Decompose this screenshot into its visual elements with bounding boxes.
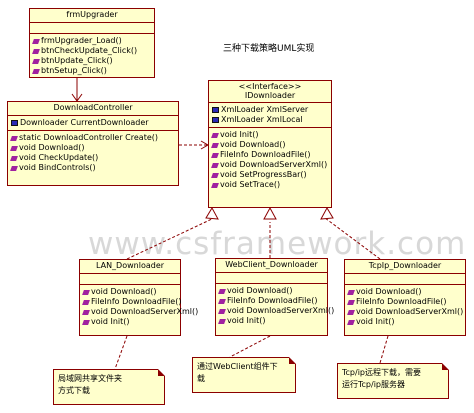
realization-triangle-tcpip [320, 206, 334, 220]
note-link-webclient [229, 335, 271, 358]
attribute-row: XmlLoader XmlServer [212, 105, 328, 115]
method-row: void Init() [82, 317, 177, 327]
method-row: void Download() [10, 143, 175, 153]
method-row: void Init() [347, 317, 462, 327]
note-webclient: 通过WebClient组件下 载 [192, 357, 296, 393]
method-row: void DownloadServerXml() [211, 160, 328, 170]
methods-section: void Download() FileInfo DownloadFile() … [216, 284, 334, 328]
class-name: TcpIp_Downloader [345, 260, 465, 274]
class-DownloadController[interactable]: DownloadController Downloader CurrentDow… [7, 101, 179, 186]
method-row: void Init() [218, 316, 324, 326]
method-icon [218, 288, 226, 294]
method-row: FileInfo DownloadFile() [82, 297, 181, 307]
attributes-section [345, 274, 465, 285]
method-row: void Download() [218, 286, 324, 296]
method-icon [32, 48, 40, 54]
interface-IDownloader[interactable]: <<Interface>> IDownloader XmlLoader XmlS… [208, 80, 332, 208]
method-icon [32, 58, 40, 64]
method-row: void Init() [211, 130, 328, 140]
method-icon [211, 152, 219, 158]
method-row: void DownloadServerXml() [347, 307, 463, 317]
attributes-section: XmlLoader XmlServer XmlLoader XmlLocal [209, 103, 331, 128]
realization-triangle-lan [205, 206, 219, 220]
method-icon [218, 308, 226, 314]
method-row: void SetProgressBar() [211, 170, 328, 180]
interface-header: <<Interface>> IDownloader [209, 81, 331, 103]
method-row: FileInfo DownloadFile() [347, 297, 462, 307]
property-icon [11, 120, 18, 126]
class-TcpIp_Downloader[interactable]: TcpIp_Downloader void Download() FileInf… [344, 259, 466, 336]
method-icon [10, 155, 18, 161]
class-WebClient_Downloader[interactable]: WebClient_Downloader void Download() Fil… [215, 258, 334, 336]
method-icon [10, 145, 18, 151]
method-row: void Download() [82, 287, 177, 297]
method-row: btnSetup_Click() [32, 66, 151, 76]
method-icon [82, 289, 90, 295]
method-row: btnUpdate_Click() [32, 56, 151, 66]
method-icon [211, 182, 219, 188]
class-name: frmUpgrader [30, 9, 154, 23]
attribute-row: XmlLoader XmlLocal [212, 115, 328, 125]
method-icon [347, 309, 355, 315]
class-LAN_Downloader[interactable]: LAN_Downloader void Download() FileInfo … [79, 259, 198, 336]
stereotype: <<Interface>> [238, 82, 302, 91]
method-icon [10, 165, 18, 171]
class-name: DownloadController [8, 102, 178, 116]
method-row: frmUpgrader_Load() [32, 36, 151, 46]
diagram-title: 三种下载策略UML实现 [223, 44, 315, 54]
method-row: static DownloadController Create() [10, 133, 175, 143]
attributes-section [216, 273, 327, 284]
class-name: LAN_Downloader [80, 260, 180, 274]
method-icon [32, 68, 40, 74]
method-icon [211, 142, 219, 148]
methods-section: frmUpgrader_Load() btnCheckUpdate_Click(… [30, 34, 154, 78]
method-row: void Download() [347, 287, 462, 297]
note-lan: 局域网共享文件夹 方式下载 [53, 369, 165, 405]
method-icon [82, 319, 90, 325]
property-icon [212, 117, 219, 123]
method-icon [347, 319, 355, 325]
attributes-section [30, 23, 154, 34]
method-row: FileInfo DownloadFile() [218, 296, 324, 306]
method-row: void BindControls() [10, 163, 175, 173]
method-icon [82, 299, 90, 305]
method-icon [347, 299, 355, 305]
method-row: void DownloadServerXml() [82, 307, 198, 317]
method-icon [347, 289, 355, 295]
class-name: WebClient_Downloader [216, 259, 327, 273]
method-row: void DownloadServerXml() [218, 306, 334, 316]
method-icon [32, 38, 40, 44]
realization-line-tcpip [324, 217, 381, 260]
class-frmUpgrader[interactable]: frmUpgrader frmUpgrader_Load() btnCheckU… [29, 8, 155, 78]
methods-section: void Download() FileInfo DownloadFile() … [80, 285, 198, 329]
attributes-section [80, 274, 180, 285]
attribute-row: Downloader CurrentDownloader [11, 118, 175, 128]
methods-section: static DownloadController Create() void … [8, 131, 178, 175]
method-icon [211, 162, 219, 168]
note-tcpip: Tcp/ip远程下载，需要 运行Tcp/ip服务器 [337, 363, 449, 399]
method-icon [218, 318, 226, 324]
note-link-tcpip [379, 335, 389, 364]
methods-section: void Init() void Download() FileInfo Dow… [209, 128, 331, 192]
method-row: void CheckUpdate() [10, 153, 175, 163]
realization-triangle-webclient [263, 206, 277, 220]
method-row: btnCheckUpdate_Click() [32, 46, 151, 56]
method-row: FileInfo DownloadFile() [211, 150, 328, 160]
method-icon [10, 135, 18, 141]
class-name: IDownloader [244, 91, 296, 100]
note-link-lan [114, 335, 128, 370]
method-icon [82, 309, 90, 315]
method-icon [218, 298, 226, 304]
realization-line-lan [126, 217, 215, 260]
property-icon [212, 107, 219, 113]
watermark: www.csframework.com [88, 226, 467, 262]
attributes-section: Downloader CurrentDownloader [8, 116, 178, 131]
method-icon [211, 172, 219, 178]
methods-section: void Download() FileInfo DownloadFile() … [345, 285, 465, 329]
method-icon [211, 132, 219, 138]
method-row: void Download() [211, 140, 328, 150]
method-row: void SetTrace() [211, 180, 328, 190]
